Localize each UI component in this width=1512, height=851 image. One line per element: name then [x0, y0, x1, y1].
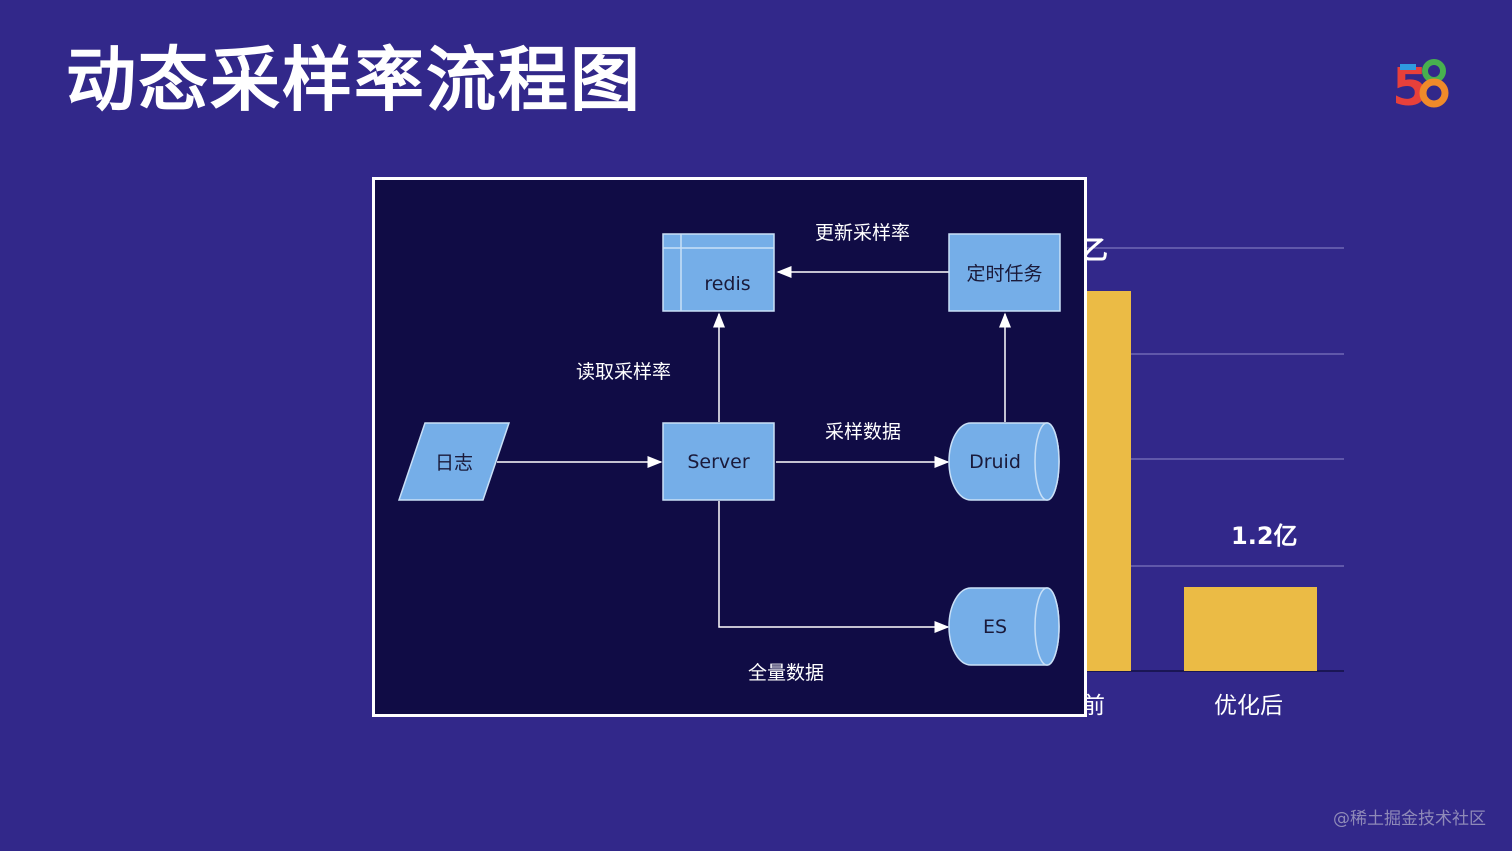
node-druid-shape — [948, 422, 1060, 501]
category-before-partial: 前 — [1082, 693, 1105, 719]
bar-after-value: 1.2亿 — [1231, 522, 1298, 550]
watermark: @稀土掘金技术社区 — [1333, 809, 1486, 829]
edge-server-to-es — [718, 501, 950, 633]
flow-diagram-canvas — [397, 233, 1061, 666]
logo-ring-top — [1422, 59, 1446, 83]
logo-ring-bottom — [1419, 78, 1449, 108]
edge-label-full-data: 全量数据 — [748, 662, 825, 684]
node-redis-shape — [662, 233, 775, 312]
node-druid: Druid — [969, 450, 1021, 473]
node-log-shape — [397, 422, 511, 501]
edge-label-read-rate: 读取采样率 — [576, 361, 672, 383]
node-es-shape — [948, 587, 1060, 666]
brand-logo: 5 — [1392, 58, 1449, 113]
node-timer-shape — [948, 233, 1061, 312]
edge-label-sample-data: 采样数据 — [825, 421, 902, 443]
node-server-shape — [662, 422, 775, 501]
node-es: ES — [982, 615, 1008, 638]
node-server: Server — [687, 450, 750, 473]
node-redis: redis — [704, 272, 751, 295]
category-after: 优化后 — [1214, 693, 1283, 719]
node-log: 日志 — [434, 452, 473, 474]
bar-after — [1184, 587, 1317, 671]
slide-title: 动态采样率流程图 — [66, 39, 642, 121]
flow-diagram-panel: redis 定时任务 日志 Server Druid ES 更新采样率 读取采样… — [372, 177, 1087, 717]
edge-label-update-rate: 更新采样率 — [815, 222, 911, 244]
node-timer: 定时任务 — [966, 263, 1043, 285]
